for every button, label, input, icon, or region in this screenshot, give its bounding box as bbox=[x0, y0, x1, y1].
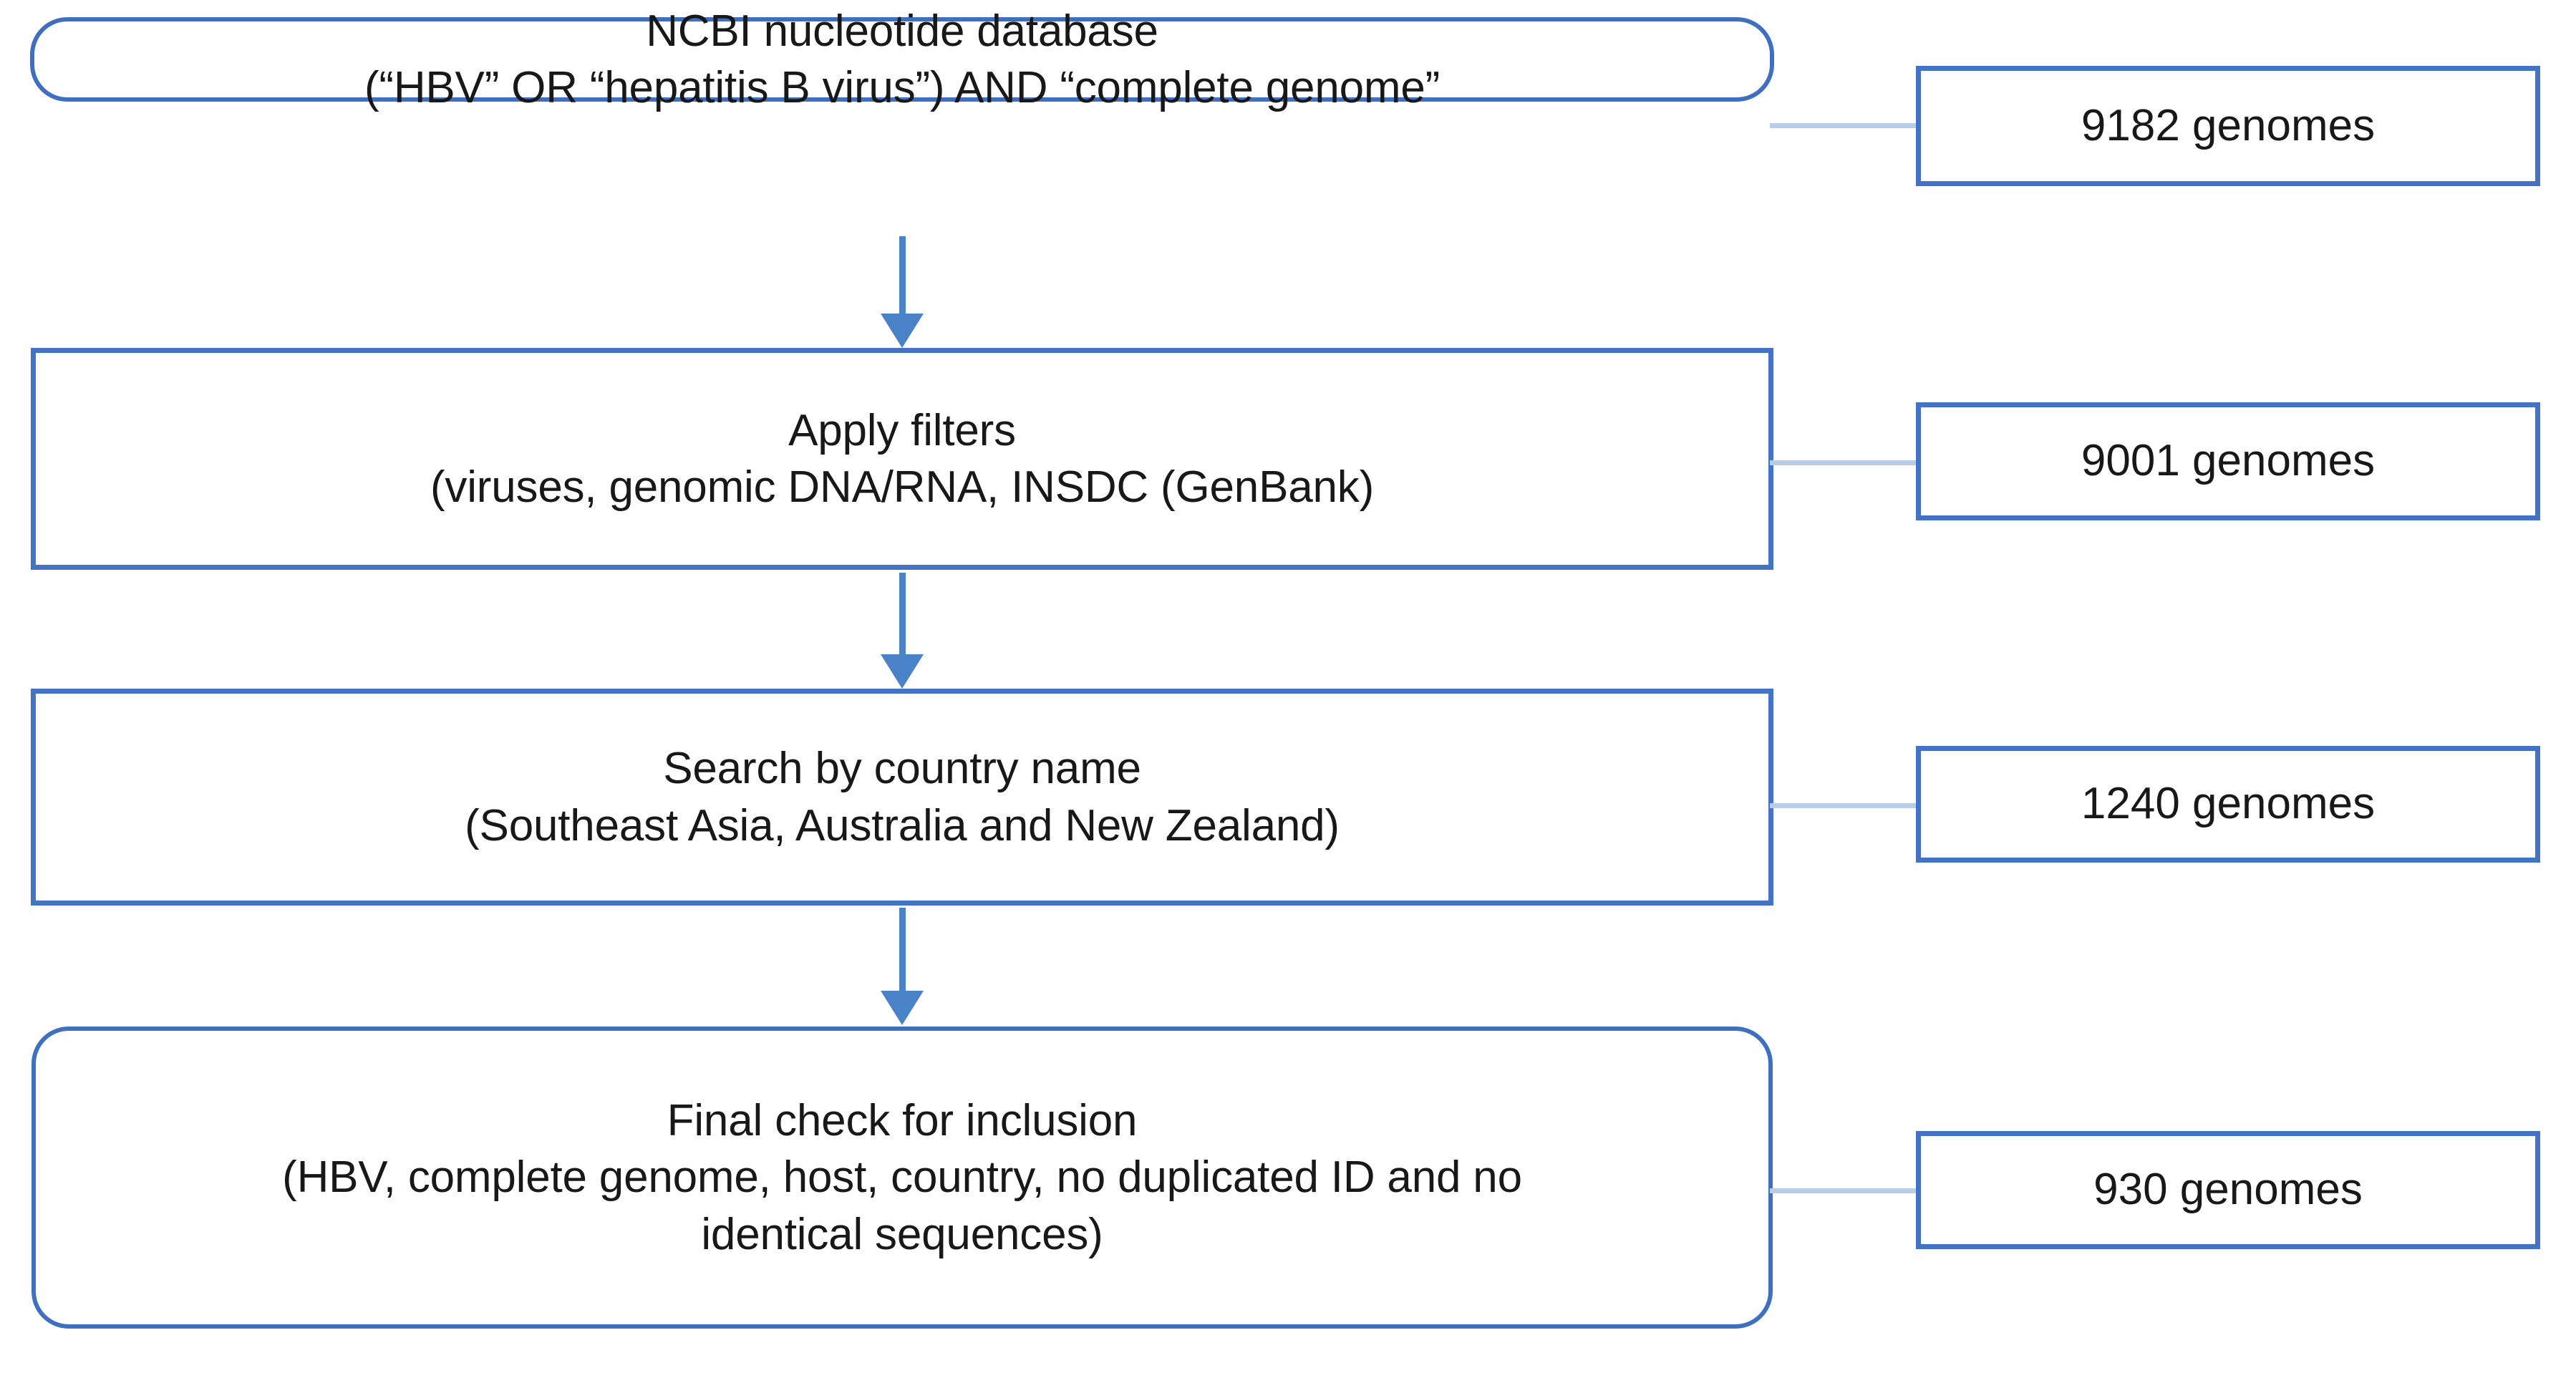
connector-step-3 bbox=[1770, 803, 1919, 808]
arrow-shaft bbox=[899, 908, 906, 994]
result-box-step-3-label: 1240 genomes bbox=[2081, 779, 2376, 829]
result-box-step-4-label: 930 genomes bbox=[2093, 1165, 2363, 1215]
arrow-shaft bbox=[899, 573, 906, 657]
flow-node-step-1-label: NCBI nucleotide database (“HBV” OR “hepa… bbox=[364, 6, 1440, 112]
flow-node-step-2[interactable]: Apply filters (viruses, genomic DNA/RNA,… bbox=[31, 348, 1773, 570]
result-box-step-2-label: 9001 genomes bbox=[2081, 436, 2376, 486]
arrow-shaft bbox=[899, 236, 906, 316]
arrow-head-icon bbox=[881, 314, 924, 348]
arrow-head-icon bbox=[881, 991, 924, 1025]
flow-node-step-4[interactable]: Final check for inclusion (HBV, complete… bbox=[32, 1027, 1773, 1329]
flow-node-step-3[interactable]: Search by country name (Southeast Asia, … bbox=[31, 689, 1773, 906]
result-box-step-3[interactable]: 1240 genomes bbox=[1916, 746, 2540, 863]
connector-step-1 bbox=[1770, 123, 1919, 128]
result-box-step-1-label: 9182 genomes bbox=[2081, 100, 2376, 150]
result-box-step-4[interactable]: 930 genomes bbox=[1916, 1131, 2540, 1249]
connector-step-4 bbox=[1770, 1188, 1919, 1193]
result-box-step-1[interactable]: 9182 genomes bbox=[1916, 66, 2540, 186]
connector-step-2 bbox=[1770, 460, 1919, 465]
flow-node-step-1[interactable]: NCBI nucleotide database (“HBV” OR “hepa… bbox=[30, 6, 1774, 112]
arrow-head-icon bbox=[881, 654, 924, 689]
result-box-step-2[interactable]: 9001 genomes bbox=[1916, 402, 2540, 520]
flow-node-step-4-label: Final check for inclusion (HBV, complete… bbox=[282, 1095, 1522, 1259]
flow-node-step-3-label: Search by country name (Southeast Asia, … bbox=[465, 744, 1340, 850]
flow-node-step-2-label: Apply filters (viruses, genomic DNA/RNA,… bbox=[430, 405, 1375, 512]
